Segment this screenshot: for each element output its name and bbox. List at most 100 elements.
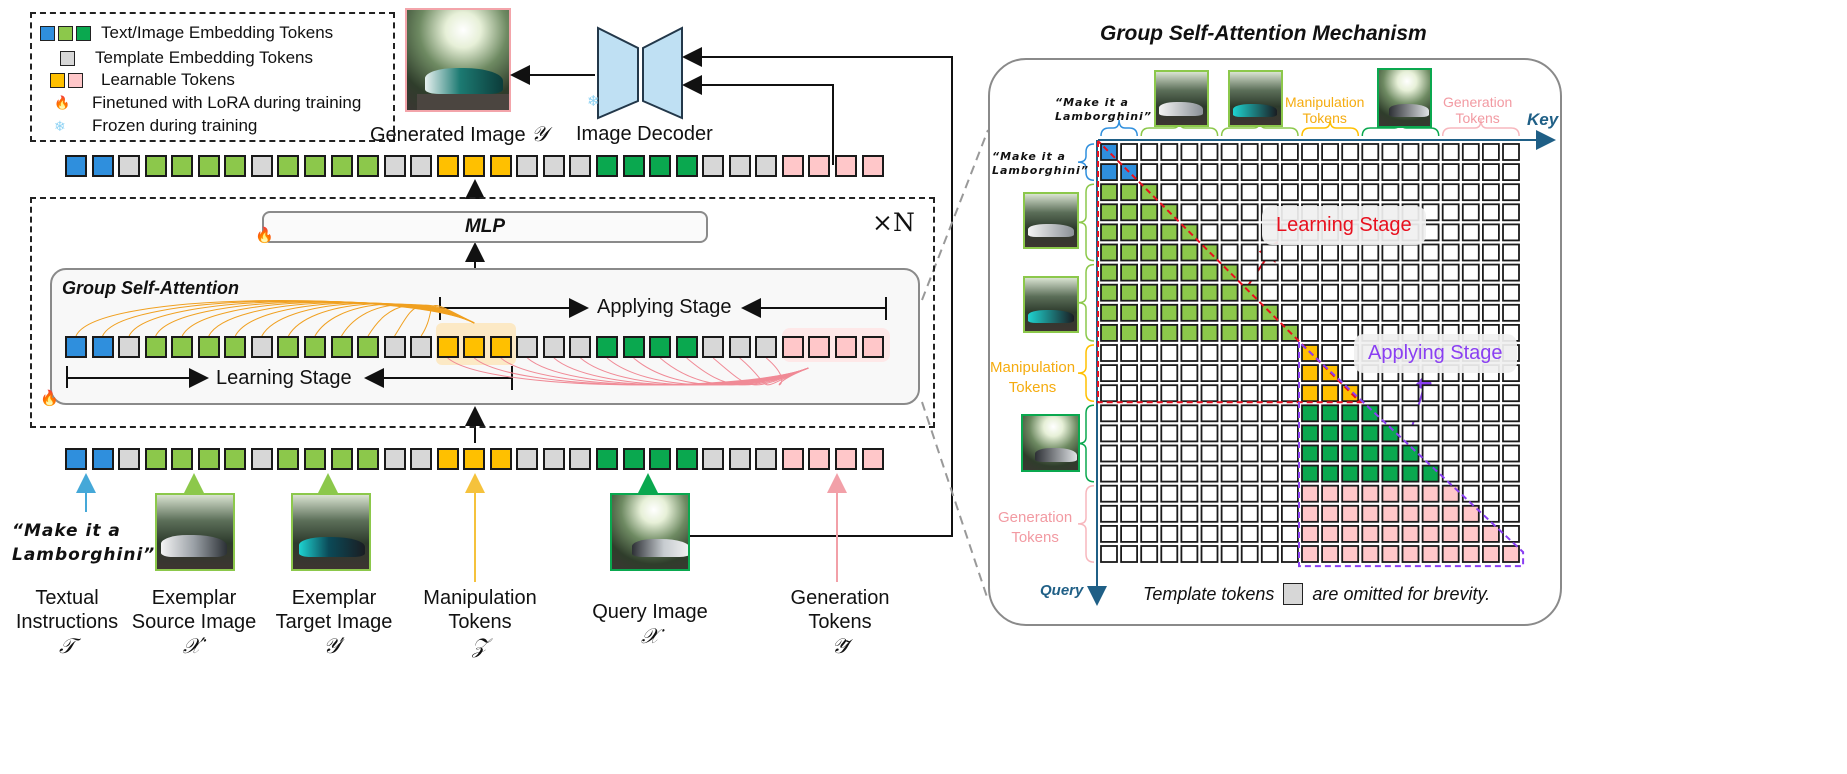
mask-cell-masked xyxy=(1361,183,1380,202)
token-gray xyxy=(569,155,592,177)
mask-cell-masked xyxy=(1220,525,1239,543)
mask-cell-masked xyxy=(1260,243,1279,262)
mask-cell-masked xyxy=(1260,283,1279,302)
mask-cell-masked xyxy=(1482,424,1500,443)
mask-cell-masked xyxy=(1461,484,1480,503)
mask-cell-visible xyxy=(1140,303,1159,322)
token-blue xyxy=(91,336,114,358)
mask-cell-masked xyxy=(1341,183,1360,202)
mask-cell-masked xyxy=(1260,504,1279,523)
mask-cell-masked xyxy=(1381,303,1400,322)
mask-cell-visible xyxy=(1301,424,1319,443)
instruction-line-2: Lamborghini” xyxy=(12,545,156,565)
exemplar-target-image xyxy=(291,493,371,571)
mask-cell-masked xyxy=(1260,364,1279,383)
mask-cell-masked xyxy=(1361,303,1380,322)
mask-cell-masked xyxy=(1200,203,1219,222)
mask-cell-visible xyxy=(1361,484,1380,503)
mask-cell-masked xyxy=(1180,143,1199,161)
learning-attention-arc xyxy=(314,303,475,337)
token-dgreen xyxy=(649,448,672,470)
mask-cell-masked xyxy=(1220,344,1239,362)
mask-cell-masked xyxy=(1461,384,1480,403)
learning-region-outline xyxy=(1097,140,1363,404)
mask-cell-visible xyxy=(1401,484,1420,503)
legend: Text/Image Embedding Tokens Template Emb… xyxy=(30,12,395,142)
mask-cell-visible xyxy=(1361,545,1380,563)
legend-label: Text/Image Embedding Tokens xyxy=(101,23,334,42)
zoom-guide-bottom xyxy=(921,401,989,601)
key-generation-label: Generation Tokens xyxy=(1443,94,1512,126)
mask-cell-masked xyxy=(1321,163,1339,182)
mask-cell-masked xyxy=(1240,404,1259,423)
mask-cell-visible xyxy=(1341,464,1360,483)
mask-cell-masked xyxy=(1260,263,1279,282)
mask-cell-masked xyxy=(1180,504,1199,523)
mask-cell-masked xyxy=(1260,384,1279,403)
mask-cell-masked xyxy=(1441,223,1460,242)
legend-item-learnable: Learnable Tokens xyxy=(50,69,235,91)
mask-cell-masked xyxy=(1100,344,1118,362)
key-source-thumbnail xyxy=(1154,70,1209,127)
token-dgreen xyxy=(675,448,698,470)
mask-cell-visible xyxy=(1301,444,1319,463)
token-dgreen xyxy=(596,448,618,470)
mask-cell-masked xyxy=(1260,424,1279,443)
mask-cell-masked xyxy=(1421,303,1440,322)
token-lgreen xyxy=(277,155,300,177)
mask-cell-visible xyxy=(1381,484,1400,503)
mask-cell-masked xyxy=(1220,243,1239,262)
mask-cell-visible xyxy=(1421,504,1440,523)
legend-label: Learnable Tokens xyxy=(101,70,235,89)
mask-cell-visible xyxy=(1301,484,1319,503)
token-gray xyxy=(728,155,751,177)
token-gray xyxy=(755,448,778,470)
mask-cell-masked xyxy=(1281,525,1299,543)
generated-image xyxy=(405,8,511,112)
query-group-brace xyxy=(1077,183,1095,262)
mask-cell-masked xyxy=(1421,384,1440,403)
caption-manipulation-tokens: Manipulation Tokens 𝒵 xyxy=(410,586,550,658)
mask-cell-masked xyxy=(1301,163,1319,182)
mask-cell-visible xyxy=(1120,303,1138,322)
mask-cell-visible xyxy=(1120,323,1138,342)
right-panel-title: Group Self-Attention Mechanism xyxy=(1100,22,1427,45)
instruction-line-1: “Make it a xyxy=(1055,96,1129,109)
mask-cell-visible xyxy=(1301,364,1319,383)
mask-cell-masked xyxy=(1160,163,1179,182)
token-dgreen xyxy=(622,448,645,470)
mask-cell-visible xyxy=(1301,504,1319,523)
mask-cell-visible xyxy=(1341,525,1360,543)
token-gray xyxy=(702,336,725,358)
mask-cell-masked xyxy=(1200,444,1219,463)
mask-cell-visible xyxy=(1401,545,1420,563)
mask-cell-masked xyxy=(1160,504,1179,523)
token-lgreen xyxy=(171,448,194,470)
mask-cell-masked xyxy=(1461,163,1480,182)
mask-cell-masked xyxy=(1361,283,1380,302)
mask-cell-masked xyxy=(1180,203,1199,222)
token-gray xyxy=(516,448,539,470)
mask-cell-visible xyxy=(1341,424,1360,443)
token-gray xyxy=(542,448,565,470)
mask-cell-masked xyxy=(1461,243,1480,262)
key-instruction-label: “Make it a Lamborghini” xyxy=(1055,96,1152,124)
mask-cell-masked xyxy=(1461,283,1480,302)
token-lgreen xyxy=(224,336,247,358)
mask-cell-masked xyxy=(1361,143,1380,161)
mask-cell-masked xyxy=(1421,424,1440,443)
mask-cell-masked xyxy=(1220,143,1239,161)
mask-cell-visible xyxy=(1140,203,1159,222)
mask-cell-visible xyxy=(1321,484,1339,503)
mask-cell-visible xyxy=(1200,303,1219,322)
mask-cell-masked xyxy=(1100,364,1118,383)
mask-cell-masked xyxy=(1321,183,1339,202)
mask-cell-visible xyxy=(1421,545,1440,563)
mask-cell-visible xyxy=(1381,424,1400,443)
mask-cell-masked xyxy=(1281,464,1299,483)
mask-cell-masked xyxy=(1281,263,1299,282)
mask-cell-masked xyxy=(1441,203,1460,222)
mask-cell-masked xyxy=(1240,344,1259,362)
applying-stage-label: Applying Stage xyxy=(597,296,732,318)
